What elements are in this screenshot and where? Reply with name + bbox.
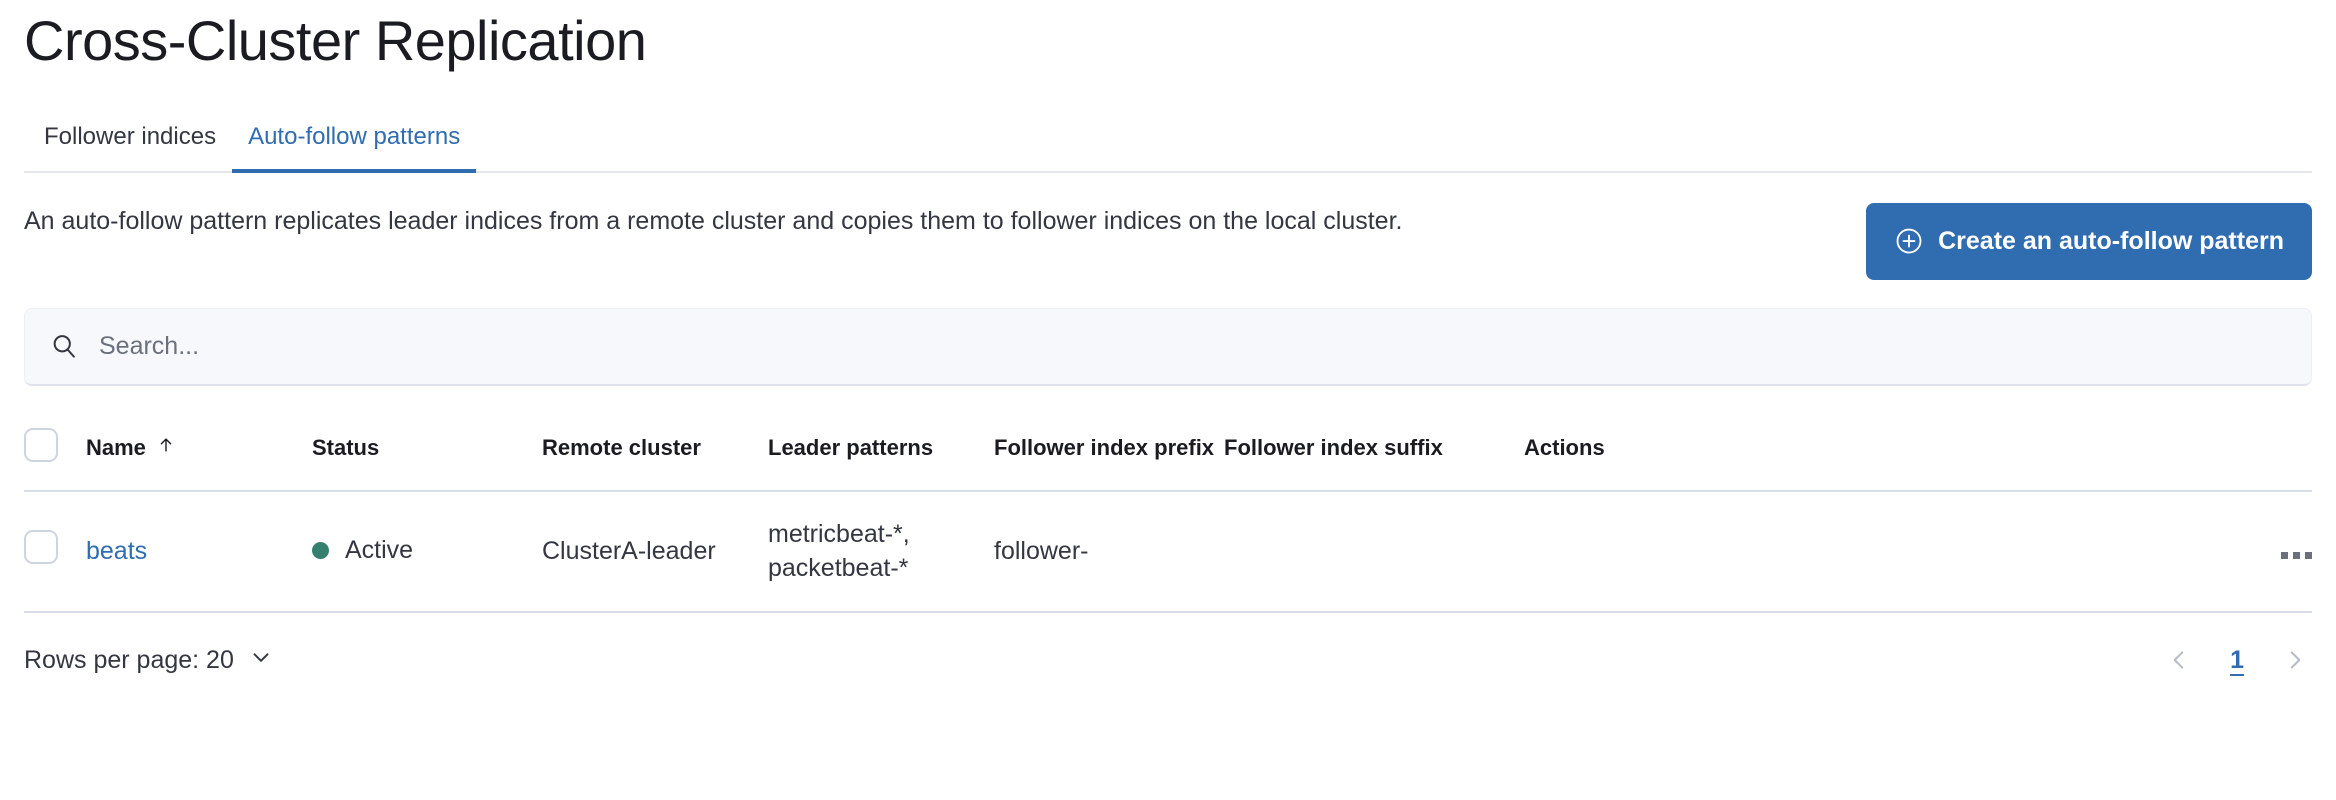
table-cell-follower-index-prefix: follower- <box>994 490 1224 614</box>
select-all-checkbox[interactable] <box>24 427 58 462</box>
table-header-actions: Actions <box>1524 427 2312 492</box>
table-row: beats Active ClusterA-leader metricbeat-… <box>24 490 2312 614</box>
table-cell-follower-index-suffix <box>1224 490 1524 614</box>
table-header-status[interactable]: Status <box>312 427 542 492</box>
search-icon <box>49 331 79 361</box>
table-cell-leader-patterns: metricbeat-*, packetbeat-* <box>768 490 994 614</box>
intro-row: An auto-follow pattern replicates leader… <box>24 202 2312 280</box>
table-header-select-all <box>24 427 86 492</box>
row-checkbox[interactable] <box>24 529 58 564</box>
chevron-down-icon <box>248 644 274 677</box>
search-input[interactable] <box>97 330 2287 362</box>
create-auto-follow-pattern-button[interactable]: Create an auto-follow pattern <box>1866 202 2312 280</box>
table-header-row: Name Status Remote cluster Leader patter… <box>24 427 2312 492</box>
tab-follower-indices[interactable]: Follower indices <box>24 124 232 173</box>
table-header-follower-index-suffix[interactable]: Follower index suffix <box>1224 427 1524 492</box>
table-cell-status: Active <box>312 490 542 614</box>
chevron-right-icon[interactable] <box>2278 643 2312 677</box>
table-header-leader-patterns[interactable]: Leader patterns <box>768 427 994 492</box>
table-row-select-cell <box>24 490 86 614</box>
table-header-follower-index-prefix[interactable]: Follower index prefix <box>994 427 1224 492</box>
sort-up-arrow-icon <box>156 435 176 461</box>
create-button-label: Create an auto-follow pattern <box>1938 226 2284 255</box>
rows-per-page-label: Rows per page: 20 <box>24 645 234 674</box>
table-footer: Rows per page: 20 1 <box>24 643 2312 677</box>
table-cell-actions <box>1524 490 2312 614</box>
plus-in-circle-icon <box>1894 226 1924 256</box>
tab-auto-follow-patterns[interactable]: Auto-follow patterns <box>232 124 477 173</box>
chevron-left-icon[interactable] <box>2162 643 2196 677</box>
page-description: An auto-follow pattern replicates leader… <box>24 206 1403 235</box>
auto-follow-patterns-table: Name Status Remote cluster Leader patter… <box>24 427 2312 614</box>
tab-bar: Follower indices Auto-follow patterns <box>24 107 2312 173</box>
table-header-name-label: Name <box>86 434 146 460</box>
status-badge: Active <box>312 534 413 568</box>
page-title: Cross-Cluster Replication <box>24 9 647 72</box>
search-bar[interactable] <box>24 307 2312 386</box>
table-cell-name: beats <box>86 490 312 614</box>
status-dot-icon <box>312 542 329 560</box>
pagination-page-1[interactable]: 1 <box>2230 645 2244 674</box>
status-label: Active <box>345 535 414 564</box>
pattern-name-link[interactable]: beats <box>86 536 148 565</box>
ellipsis-horizontal-icon[interactable] <box>2281 546 2312 565</box>
table-header-name[interactable]: Name <box>86 427 312 492</box>
table-header-remote-cluster[interactable]: Remote cluster <box>542 427 768 492</box>
table-cell-remote-cluster: ClusterA-leader <box>542 490 768 614</box>
pagination: 1 <box>2162 643 2312 677</box>
rows-per-page-selector[interactable]: Rows per page: 20 <box>24 644 274 677</box>
